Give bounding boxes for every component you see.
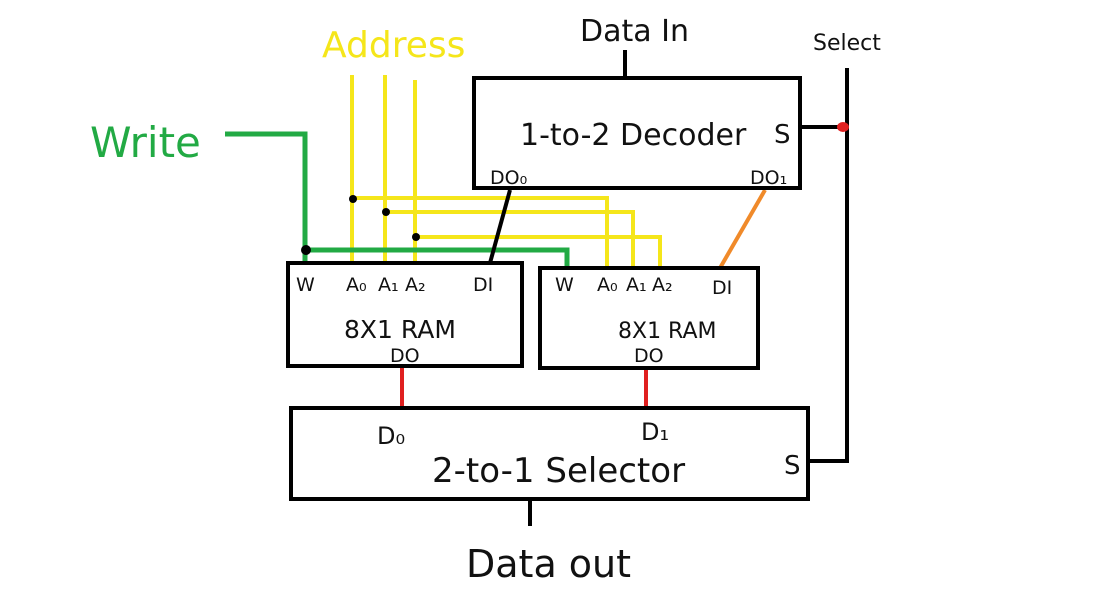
ram0-w-pin: W (296, 274, 315, 296)
ram1-a0-pin: A₀ (597, 274, 618, 296)
ram1-di-pin: DI (712, 277, 732, 299)
ram1-do-pin: DO (634, 345, 664, 367)
selector-d1-label: D₁ (641, 418, 669, 446)
ram1-a1-pin: A₁ (626, 274, 647, 296)
junction-dot (349, 195, 357, 203)
write-line (225, 131, 570, 270)
decoder-do1-label: DO₁ (750, 167, 787, 189)
ram1-a2-pin: A₂ (652, 274, 673, 296)
junction-dot (301, 245, 311, 255)
ram0-a2-pin: A₂ (405, 274, 426, 296)
selector-title: 2-to-1 Selector (432, 451, 685, 491)
select-label: Select (813, 31, 881, 56)
address-label: Address (322, 25, 465, 66)
ram1-title: 8X1 RAM (618, 319, 716, 344)
ram0-a1-pin: A₁ (378, 274, 399, 296)
address-branch-a0 (352, 196, 609, 268)
decoder-title: 1-to-2 Decoder (520, 118, 747, 153)
decoder-do0-wire (488, 189, 512, 264)
data-in-label: Data In (580, 14, 689, 49)
decoder-box (472, 76, 802, 190)
selector-s-label: S (784, 451, 801, 481)
address-junctions (349, 195, 420, 241)
junction-dot (412, 233, 420, 241)
data-out-label: Data out (466, 542, 631, 586)
ram1-box (538, 266, 760, 370)
decoder-s-label: S (774, 120, 791, 150)
write-wire (225, 131, 308, 265)
write-branch (305, 247, 570, 270)
ram0-title: 8X1 RAM (344, 315, 456, 344)
selector-box (289, 406, 810, 501)
select-junction (837, 122, 849, 132)
junction-dot (382, 208, 390, 216)
ram0-a0-pin: A₀ (346, 274, 367, 296)
ram1-w-pin: W (555, 274, 574, 296)
ram0-do-pin: DO (390, 345, 420, 367)
decoder-do1-wire (718, 189, 767, 269)
address-branch-a1 (385, 210, 635, 268)
write-label: Write (90, 118, 201, 167)
ram0-box (286, 261, 524, 368)
decoder-do0-label: DO₀ (490, 167, 527, 189)
ram0-di-pin: DI (473, 274, 493, 296)
selector-d0-label: D₀ (377, 422, 405, 450)
